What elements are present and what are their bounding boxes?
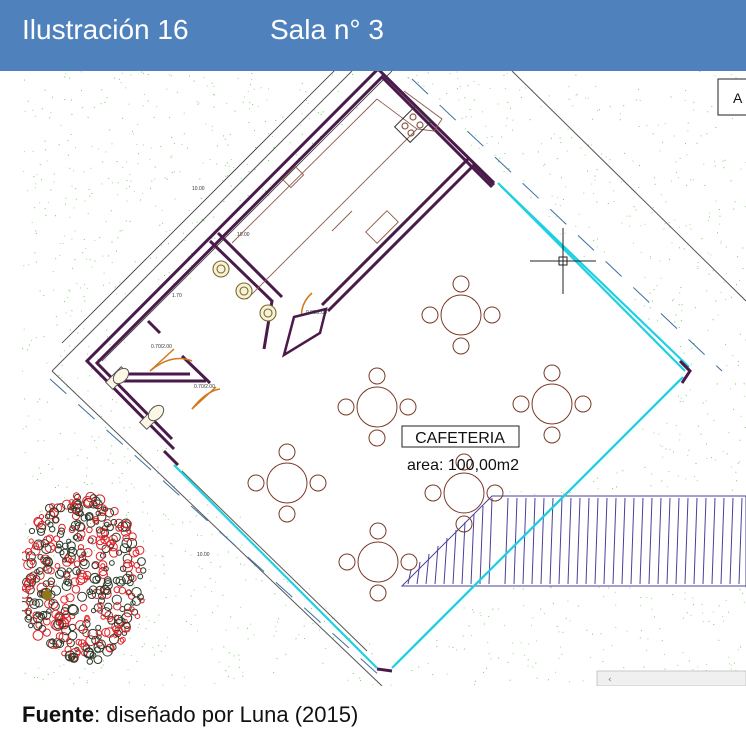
- figure-label: Ilustración 16: [22, 14, 189, 45]
- crosshair-cursor: [530, 228, 596, 294]
- figure-title: Sala n° 3: [270, 14, 384, 45]
- source-label: Fuente: [22, 702, 95, 727]
- chair: [278, 443, 296, 461]
- chair: [337, 398, 355, 416]
- table: [443, 472, 485, 514]
- corner-tag-letter: A: [733, 90, 743, 106]
- room-name: CAFETERIA: [415, 430, 505, 447]
- tree-symbol: [22, 491, 147, 665]
- source-caption: Fuente: diseñado por Luna (2015): [22, 702, 358, 728]
- chair: [543, 364, 561, 382]
- figure-header: Ilustración 16 Sala n° 3: [0, 0, 746, 71]
- tree-trunk: [42, 590, 52, 600]
- chair: [369, 584, 387, 602]
- door-label: 0.80/2.00: [306, 310, 327, 316]
- table-set: [512, 364, 592, 444]
- chair: [400, 553, 418, 571]
- dimension-lines: [61, 71, 393, 362]
- table: [531, 383, 573, 425]
- room-label: CAFETERIA area: 100,00m2: [401, 425, 520, 474]
- chair: [452, 275, 470, 293]
- walls: [84, 71, 692, 673]
- kitchen-counter: [231, 90, 443, 300]
- scroll-left-icon[interactable]: ‹: [608, 675, 612, 685]
- chair: [309, 474, 327, 492]
- dimension-label: 10.00: [192, 186, 205, 192]
- table: [440, 294, 482, 336]
- chair: [574, 395, 592, 413]
- corner-tag: A: [717, 78, 746, 116]
- table-set: [421, 275, 501, 355]
- dimension-label: 1.70: [172, 293, 182, 299]
- table: [356, 386, 398, 428]
- toilets: [104, 365, 165, 431]
- chair: [247, 474, 265, 492]
- chair: [452, 337, 470, 355]
- table: [357, 541, 399, 583]
- grass-hatch: [22, 71, 746, 686]
- dashed-outline: [49, 78, 723, 677]
- site-boundary: [51, 71, 746, 686]
- chair: [455, 515, 473, 533]
- chair: [512, 395, 530, 413]
- door-label: 0.70/2.00: [194, 384, 215, 390]
- chair: [543, 426, 561, 444]
- chair: [399, 398, 417, 416]
- floor-plan-view: 10.00 10.00 1.70 10.00: [22, 71, 746, 686]
- chair: [455, 453, 473, 471]
- stove: [393, 104, 433, 144]
- door-label: 0.70/2.00: [151, 344, 172, 350]
- stair-hatch: [400, 495, 746, 587]
- glass-facade: [173, 182, 690, 669]
- dimension-label: 10.00: [237, 232, 250, 238]
- table-set: [247, 443, 327, 523]
- chair: [421, 306, 439, 324]
- chair: [369, 522, 387, 540]
- chair: [424, 484, 442, 502]
- chair: [483, 306, 501, 324]
- table-set: [338, 522, 418, 602]
- table-set: [337, 367, 417, 447]
- chair: [368, 367, 386, 385]
- horizontal-scrollbar[interactable]: ‹: [596, 670, 746, 686]
- sinks: [212, 260, 277, 322]
- chair: [486, 484, 504, 502]
- chair: [278, 505, 296, 523]
- floor-plan-drawing: 10.00 10.00 1.70 10.00: [22, 71, 746, 686]
- chair: [338, 553, 356, 571]
- table-set: [424, 453, 504, 533]
- table: [266, 462, 308, 504]
- cafeteria-tables: [247, 275, 592, 602]
- doors: [149, 292, 328, 410]
- chair: [368, 429, 386, 447]
- room-area: area: 100,00m2: [407, 457, 519, 474]
- dimension-label: 10.00: [197, 552, 210, 558]
- source-text: : diseñado por Luna (2015): [94, 702, 359, 727]
- figure-caption: Fuente: diseñado por Luna (2015): [0, 686, 746, 745]
